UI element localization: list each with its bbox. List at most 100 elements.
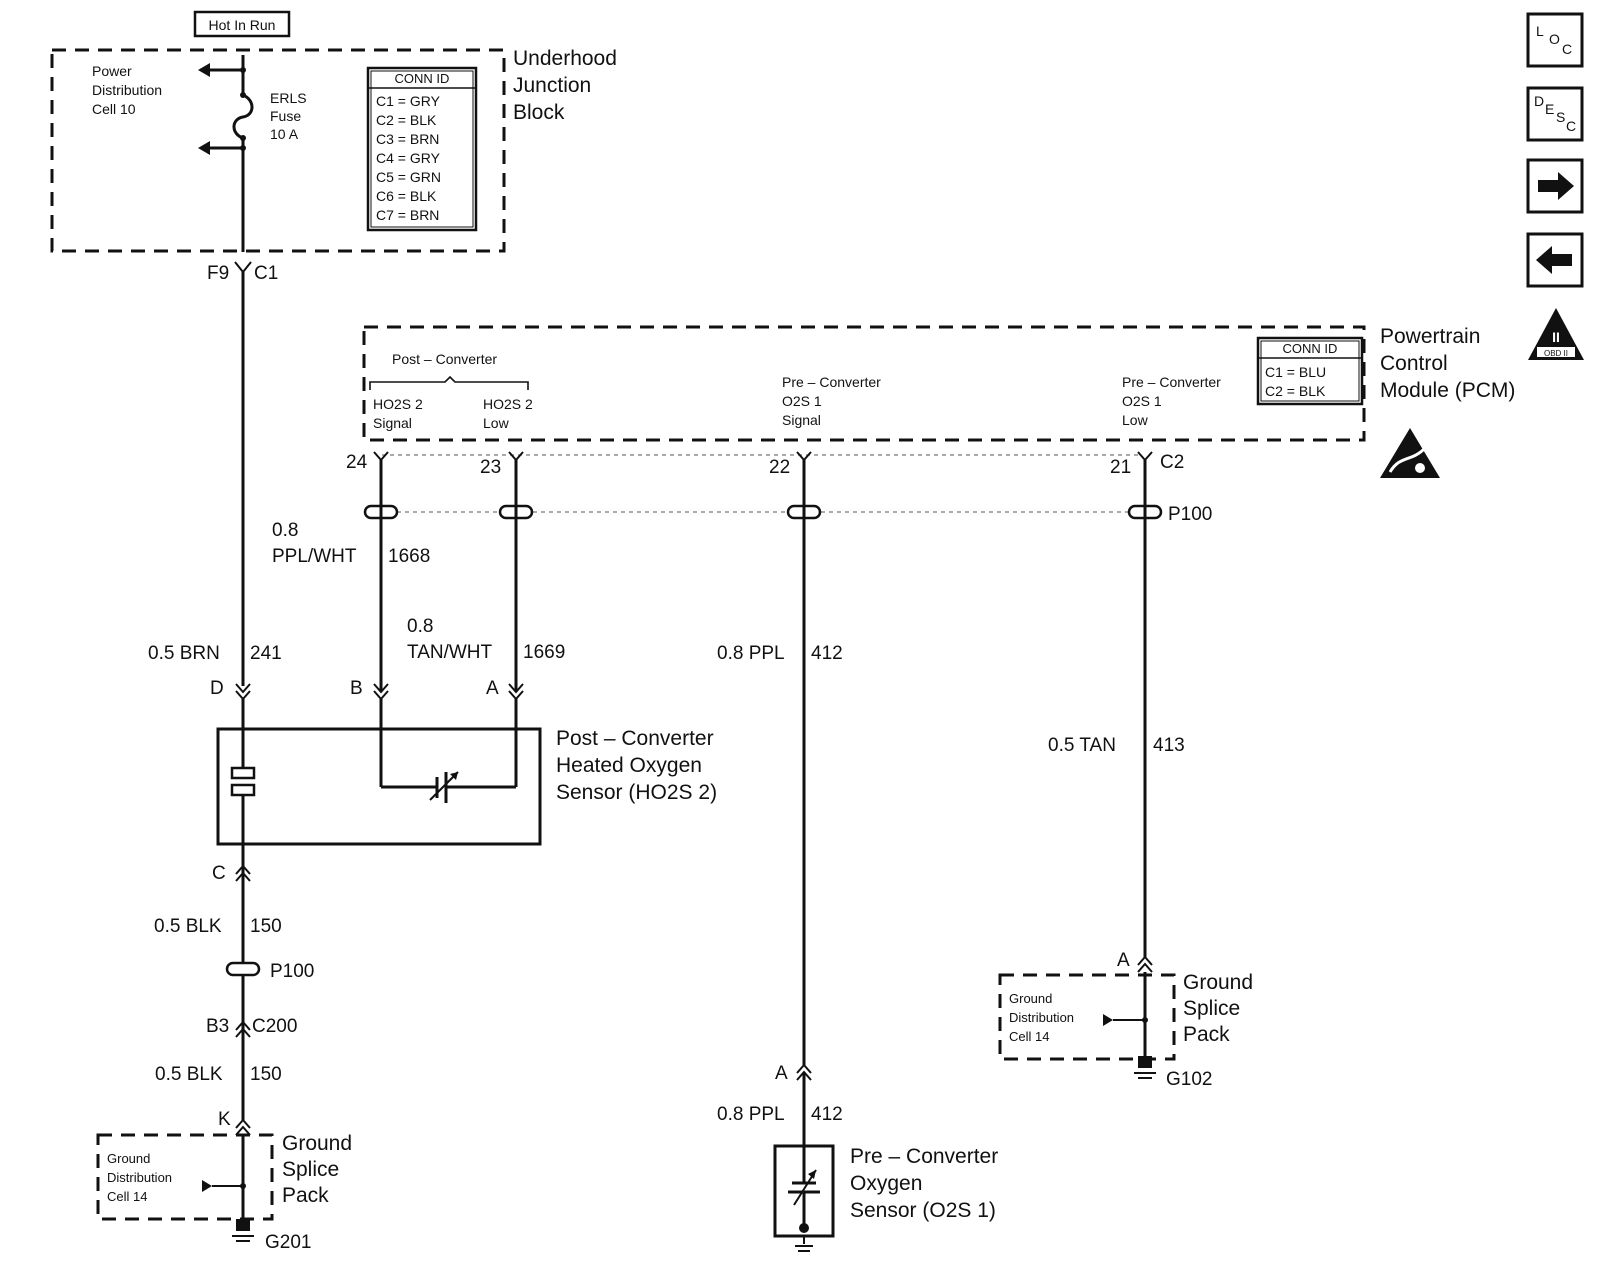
p100-splice-icons bbox=[363, 504, 1163, 520]
svg-text:TAN/WHT: TAN/WHT bbox=[407, 642, 493, 663]
svg-text:Signal: Signal bbox=[782, 412, 821, 428]
svg-text:Ground: Ground bbox=[107, 1151, 150, 1166]
svg-text:B3: B3 bbox=[206, 1016, 229, 1037]
svg-text:Powertrain: Powertrain bbox=[1380, 325, 1480, 348]
wire-241-label: 0.5 BRN 241 bbox=[148, 643, 282, 664]
svg-text:O2S 1: O2S 1 bbox=[1122, 393, 1162, 409]
svg-text:0.8 PPL: 0.8 PPL bbox=[717, 643, 785, 664]
svg-text:412: 412 bbox=[811, 643, 843, 664]
heater-element-icon bbox=[230, 699, 256, 866]
svg-text:21: 21 bbox=[1110, 457, 1131, 478]
svg-text:ERLS: ERLS bbox=[270, 90, 307, 106]
svg-text:L: L bbox=[1536, 23, 1544, 39]
svg-text:Signal: Signal bbox=[373, 415, 412, 431]
svg-text:Post – Converter: Post – Converter bbox=[392, 351, 497, 367]
ho2s2-low-label: HO2S 2 Low bbox=[483, 396, 533, 431]
svg-text:A: A bbox=[1117, 950, 1130, 971]
svg-text:Pre – Converter: Pre – Converter bbox=[1122, 374, 1221, 390]
svg-text:0.5 TAN: 0.5 TAN bbox=[1048, 735, 1116, 756]
underhood-conn-id-table: CONN ID C1 = GRY C2 = BLK C3 = BRN C4 = … bbox=[366, 66, 478, 232]
svg-text:C1 = BLU: C1 = BLU bbox=[1265, 364, 1326, 380]
svg-text:Pre – Converter: Pre – Converter bbox=[782, 374, 881, 390]
svg-text:K: K bbox=[218, 1109, 231, 1130]
svg-text:II: II bbox=[1552, 329, 1560, 345]
svg-text:22: 22 bbox=[769, 457, 790, 478]
underhood-junction-block-outline bbox=[50, 48, 506, 253]
ground-icon bbox=[232, 1219, 254, 1242]
ground-splice-pack-right bbox=[998, 973, 1176, 1061]
svg-text:E: E bbox=[1545, 101, 1554, 117]
svg-text:O2S 1: O2S 1 bbox=[782, 393, 822, 409]
svg-text:150: 150 bbox=[250, 916, 282, 937]
svg-text:Hot In Run: Hot In Run bbox=[209, 17, 276, 33]
svg-text:Sensor (HO2S 2): Sensor (HO2S 2) bbox=[556, 781, 717, 804]
svg-text:1669: 1669 bbox=[523, 642, 565, 663]
svg-text:PPL/WHT: PPL/WHT bbox=[272, 546, 357, 567]
svg-text:Ground: Ground bbox=[282, 1132, 352, 1155]
ground-distribution-left-label: Ground Distribution Cell 14 bbox=[107, 1151, 172, 1204]
svg-text:B: B bbox=[350, 678, 363, 699]
arrow-left-icon bbox=[1536, 246, 1572, 274]
p100-splice-lower-icon bbox=[225, 961, 261, 977]
svg-text:Underhood: Underhood bbox=[513, 47, 617, 70]
power-arrow-icon bbox=[198, 63, 246, 77]
svg-text:24: 24 bbox=[346, 452, 368, 473]
svg-text:C2 = BLK: C2 = BLK bbox=[1265, 383, 1326, 399]
svg-text:C200: C200 bbox=[252, 1016, 297, 1037]
svg-text:Ground: Ground bbox=[1183, 971, 1253, 994]
svg-text:Splice: Splice bbox=[282, 1158, 339, 1181]
arrow-right-icon bbox=[1538, 172, 1574, 200]
svg-text:A: A bbox=[486, 678, 499, 699]
svg-text:Junction: Junction bbox=[513, 74, 591, 97]
svg-text:C: C bbox=[1566, 118, 1576, 134]
wire-1669-label: 0.8 TAN/WHT 1669 bbox=[407, 616, 565, 663]
svg-text:1668: 1668 bbox=[388, 546, 430, 567]
svg-text:Sensor (O2S 1): Sensor (O2S 1) bbox=[850, 1199, 996, 1222]
o2s1-sensor-cell-icon bbox=[788, 1146, 820, 1233]
svg-text:Module (PCM): Module (PCM) bbox=[1380, 379, 1515, 402]
svg-text:10 A: 10 A bbox=[270, 126, 299, 142]
desc-button[interactable]: D E S C bbox=[1526, 86, 1584, 142]
next-button[interactable] bbox=[1526, 158, 1584, 214]
svg-text:C7 = BRN: C7 = BRN bbox=[376, 207, 439, 223]
prev-button[interactable] bbox=[1526, 232, 1584, 288]
pcm-pin-labels: 24 23 22 21 C2 bbox=[346, 452, 1184, 478]
connector-k: K bbox=[218, 1109, 251, 1136]
svg-text:S: S bbox=[1556, 109, 1565, 125]
ho2s2-sensor-cell-icon bbox=[379, 699, 518, 803]
svg-text:Oxygen: Oxygen bbox=[850, 1172, 922, 1195]
svg-text:A: A bbox=[775, 1063, 788, 1084]
svg-text:Low: Low bbox=[483, 415, 510, 431]
ground-icon bbox=[795, 1236, 813, 1252]
wire-412-lower-label: 0.8 PPL 412 bbox=[717, 1104, 843, 1125]
svg-text:Pack: Pack bbox=[282, 1184, 329, 1207]
svg-text:Power: Power bbox=[92, 63, 132, 79]
loc-button[interactable]: L O C bbox=[1526, 12, 1584, 68]
pcm-outline bbox=[362, 325, 1366, 442]
ho2s2-sensor-box bbox=[216, 727, 542, 846]
svg-text:Cell 10: Cell 10 bbox=[92, 101, 136, 117]
g102-label: G102 bbox=[1166, 1069, 1212, 1090]
svg-text:Cell 14: Cell 14 bbox=[107, 1189, 147, 1204]
power-distribution-label: Power Distribution Cell 10 bbox=[92, 63, 162, 117]
svg-text:0.5 BLK: 0.5 BLK bbox=[155, 1064, 223, 1085]
svg-text:C5 = GRN: C5 = GRN bbox=[376, 169, 441, 185]
obd-ii-badge-icon: II OBD II bbox=[1528, 308, 1584, 360]
o2s1-low-label: Pre – Converter O2S 1 Low bbox=[1122, 374, 1221, 428]
svg-text:Heated Oxygen: Heated Oxygen bbox=[556, 754, 702, 777]
ground-distribution-arrow-icon bbox=[202, 1180, 246, 1192]
svg-text:D: D bbox=[210, 678, 224, 699]
ground-splice-pack-right-title: Ground Splice Pack bbox=[1183, 971, 1253, 1046]
pcm-conn-id-table: CONN ID C1 = BLU C2 = BLK bbox=[1256, 336, 1364, 406]
connector-b3-c200: B3 C200 bbox=[206, 1016, 297, 1038]
svg-text:O: O bbox=[1549, 31, 1560, 47]
svg-text:C1 = GRY: C1 = GRY bbox=[376, 93, 441, 109]
connector-o2s1-a: A bbox=[775, 1063, 812, 1084]
svg-text:241: 241 bbox=[250, 643, 282, 664]
svg-text:Pre – Converter: Pre – Converter bbox=[850, 1145, 998, 1168]
ground-splice-pack-left-title: Ground Splice Pack bbox=[282, 1132, 352, 1207]
svg-text:C3 = BRN: C3 = BRN bbox=[376, 131, 439, 147]
svg-text:C: C bbox=[212, 863, 226, 884]
svg-text:Control: Control bbox=[1380, 352, 1448, 375]
